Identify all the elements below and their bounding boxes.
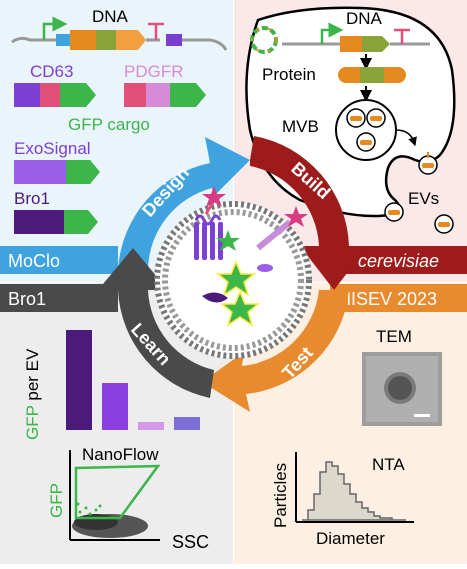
nta-label: NTA [372,455,405,474]
flow-gate [74,464,161,520]
bar-group [66,330,200,430]
bro1-banner-label: Bro1 [8,289,46,309]
exosignal-part: ExoSignal [14,139,100,184]
protein-label: Protein [262,65,316,84]
bro1-design-label: Bro1 [14,189,50,208]
mvb-label: MVB [282,117,319,136]
protein-icon [338,67,406,83]
pdgfr-label: PDGFR [124,62,184,81]
dna-construct-build: DNA [282,9,430,52]
evs-label: EVs [408,189,439,208]
nanoflow-title: NanoFlow [82,445,159,464]
gfp-bar-3 [138,422,164,430]
star-icon [215,260,257,297]
nta-plot: NTA Particles Diameter [271,452,414,548]
central-ev-illustration [154,186,312,359]
test-arrow [202,290,349,412]
moclo-banner [0,246,118,274]
nta-histogram [302,461,406,521]
moclo-label: MoClo [8,251,60,271]
flow-xlabel: SSC [172,532,209,552]
nanoflow-plot: NanoFlow GFP SSC [47,445,209,552]
s-cerevisiae-label: S. cerevisiae [336,251,439,271]
design-dna-label: DNA [92,7,129,26]
star-icon [202,186,226,207]
misev-banner [330,284,467,312]
gfp-bar-1 [66,330,92,430]
tem-label: TEM [376,327,412,346]
gfp-bar-2 [102,383,128,430]
flow-ylabel: GFP [47,483,66,518]
misev-label: MISEV 2023 [336,289,437,309]
star-icon [216,230,240,251]
gfp-cargo-label: GFP cargo [68,115,150,134]
nta-xlabel: Diameter [316,529,385,548]
plasmid-icon [250,26,278,54]
learn-arrow [98,248,214,398]
build-arrow [250,136,368,290]
bro1-part: Bro1 [14,189,98,234]
exosignal-label: ExoSignal [14,139,91,158]
bro1-banner [0,284,118,312]
star-icon [284,206,308,227]
dna-construct-design: DNA [11,7,228,51]
pdgfr-part: PDGFR [124,62,206,107]
cd63-label: CD63 [30,62,73,81]
gfp-bar-4 [174,417,200,430]
bar-chart-ylabel: GFP per EV [23,348,42,440]
design-arrow [118,137,250,270]
build-dna-label: DNA [346,9,383,28]
nta-ylabel: Particles [271,463,290,528]
gfp-per-ev-chart: GFP per EV [23,330,200,440]
mvb-icon [335,99,397,161]
cd63-part: CD63 [14,62,96,107]
tem-image [362,352,442,426]
ev-icons [384,152,454,234]
star-icon [219,290,261,327]
